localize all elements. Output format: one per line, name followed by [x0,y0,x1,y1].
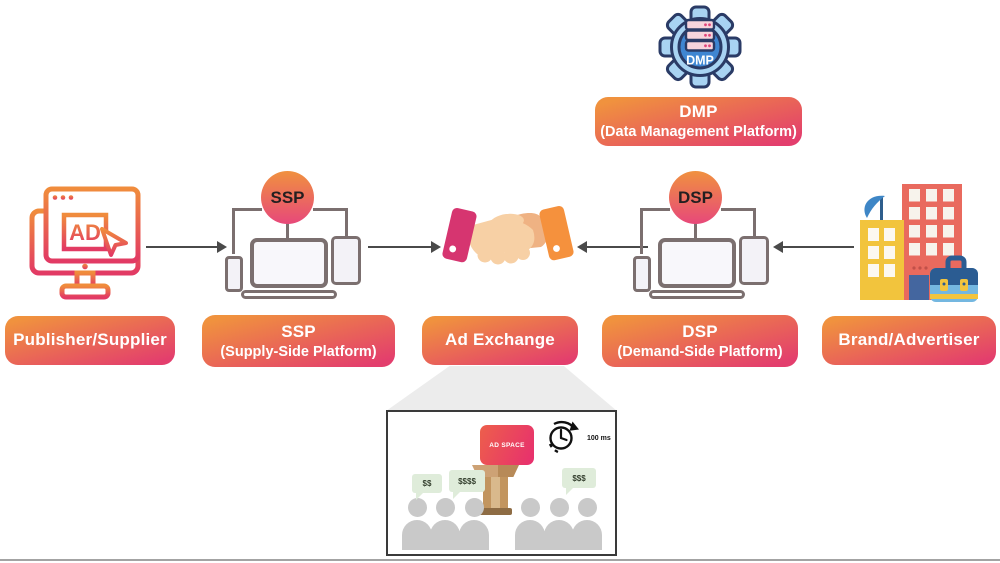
ad-exchange-label-title: Ad Exchange [445,330,555,350]
dmp-label-subtitle: (Data Management Platform) [600,124,797,141]
dsp-tablet-icon [739,236,769,285]
arrow-dsp-to-adexchange [577,241,648,253]
ssp-badge: SSP [261,171,314,224]
ssp-connector-center-v [286,222,289,239]
dsp-connector-right-v [753,208,756,236]
handshake-icon [442,205,574,265]
brand-label-title: Brand/Advertiser [838,330,980,350]
ad-space-sign-text: AD SPACE [489,441,525,449]
ssp-connector-right-v [345,208,348,236]
ssp-connector-right-h [313,208,348,211]
bidder-silhouette [430,498,460,550]
dsp-badge: DSP [669,171,722,224]
ssp-phone-icon [225,256,243,292]
dsp-connector-left-v [640,208,643,254]
dsp-badge-text: DSP [678,187,713,207]
bidder-silhouette [402,498,432,550]
dsp-phone-icon [633,256,651,292]
ssp-label-subtitle: (Supply-Side Platform) [220,343,377,360]
arrow-publisher-to-ssp [146,241,227,253]
bid-amount: $$ [422,479,432,488]
dsp-laptop-icon [658,238,736,288]
bid-amount: $$$ [572,473,586,483]
ad-icon-text: AD [69,220,101,245]
bidder-silhouette [459,498,489,550]
bid-bubble: $$ [412,474,442,500]
dsp-label-subtitle: (Demand-Side Platform) [617,343,783,360]
ad-exchange-label: Ad Exchange [422,316,578,365]
bid-bubble: $$$ [562,468,596,495]
ssp-label: SSP (Supply-Side Platform) [202,315,395,367]
monitor-ad-cursor-icon: AD [29,186,141,300]
bottom-divider-line [0,559,1000,561]
dmp-label-title: DMP [679,102,718,122]
dsp-label: DSP (Demand-Side Platform) [602,315,798,367]
dsp-label-title: DSP [682,321,718,341]
ad-space-sign: AD SPACE [480,425,534,465]
stopwatch-icon [548,420,579,454]
ssp-connector-left-h [232,208,262,211]
bidder-silhouette [515,498,545,550]
zoom-beam-shape [386,366,617,411]
ssp-label-title: SSP [281,321,316,341]
ssp-tablet-icon [331,236,361,285]
brand-label: Brand/Advertiser [822,316,996,365]
dsp-connector-left-h [640,208,670,211]
dmp-label: DMP (Data Management Platform) [595,97,802,146]
podium-column [483,477,508,508]
bid-amount: $$$$ [458,476,476,486]
bid-bubble: $$$$ [449,470,485,499]
auction-detail-box: AD SPACE 100 ms $$ $$$$ $$$ [386,410,617,556]
dsp-laptop-base [649,290,745,299]
ssp-connector-left-v [232,208,235,254]
arrow-ssp-to-adexchange [368,241,441,253]
dsp-connector-center-v [694,222,697,239]
arrow-brand-to-dsp [773,241,854,253]
podium-base [479,508,512,515]
dmp-icon-label: DMP [686,54,714,68]
bidder-silhouette [572,498,602,550]
publisher-label-title: Publisher/Supplier [13,330,167,350]
bidder-silhouette [544,498,574,550]
publisher-label: Publisher/Supplier [5,316,175,365]
dsp-connector-right-h [721,208,756,211]
buildings-briefcase-icon [860,184,978,302]
ssp-laptop-base [241,290,337,299]
ssp-badge-text: SSP [270,187,305,207]
timer-label: 100 ms [587,435,611,442]
gear-database-icon: DMP [658,5,742,89]
ssp-laptop-icon [250,238,328,288]
